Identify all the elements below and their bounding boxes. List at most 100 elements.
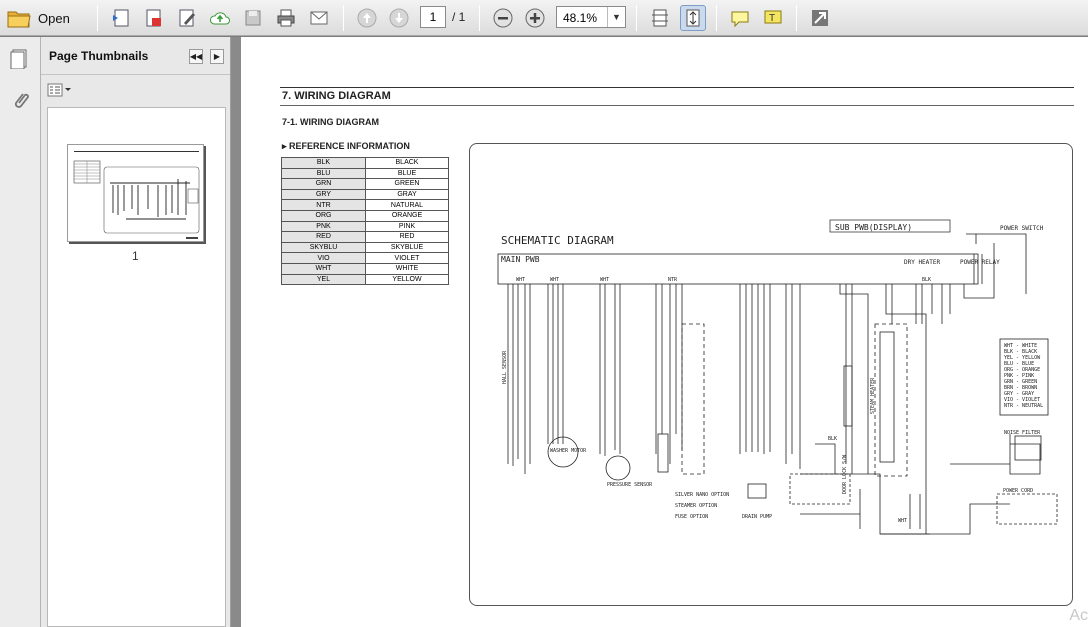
color-code-cell: YEL — [281, 273, 366, 286]
next-page-button[interactable] — [386, 5, 412, 31]
schematic-title: SCHEMATIC DIAGRAM — [501, 234, 614, 247]
subsection-title: 7-1. WIRING DIAGRAM — [282, 117, 380, 127]
header-rule — [280, 105, 1074, 106]
expand-arrows-icon — [812, 10, 828, 26]
paperclip-icon — [14, 93, 29, 108]
color-name-cell: YELLOW — [365, 273, 449, 286]
color-code-cell: BLK — [281, 157, 366, 169]
upload-cloud-button[interactable] — [207, 5, 233, 31]
connector-label: WHT — [516, 277, 525, 283]
page-number-input[interactable]: 1 — [420, 6, 446, 28]
chevron-down-icon[interactable]: ▼ — [607, 7, 625, 27]
toolbar-separator — [479, 5, 480, 31]
sub-pwb-label: SUB PWB(DISPLAY) — [835, 223, 912, 232]
thumbnails-toolbar — [41, 75, 230, 103]
page-thumbnails-icon — [10, 49, 27, 70]
attachments-tab[interactable] — [9, 89, 31, 111]
fit-width-button[interactable] — [680, 5, 706, 31]
connector-label: BLK — [922, 277, 931, 283]
full-screen-button[interactable] — [807, 5, 833, 31]
thumbnail-options-button[interactable] — [47, 81, 73, 99]
create-pdf-button[interactable] — [108, 5, 134, 31]
comment-button[interactable] — [727, 5, 753, 31]
option-legend-item: STEAMER OPTION — [675, 503, 717, 509]
color-name-cell: RED — [365, 231, 449, 243]
noise-filter-label: NOISE FILTER — [1004, 430, 1041, 436]
color-name-cell: GRAY — [365, 188, 449, 201]
zoom-in-button[interactable] — [522, 5, 548, 31]
highlight-text-button[interactable]: T — [760, 5, 786, 31]
minus-circle-icon — [493, 8, 513, 28]
print-button[interactable] — [273, 5, 299, 31]
page-thumbnail-preview — [73, 151, 200, 239]
zoom-select[interactable]: 48.1% ▼ — [556, 6, 626, 28]
color-legend-item: VIO - VIOLET — [1004, 397, 1040, 403]
previous-page-button[interactable] — [354, 5, 380, 31]
printer-icon — [277, 9, 295, 27]
envelope-icon — [310, 11, 328, 25]
color-legend-item: PNK - PINK — [1004, 373, 1034, 379]
color-legend-item: GRY - GRAY — [1004, 391, 1034, 397]
color-code-cell: NTR — [281, 199, 366, 211]
color-code-cell: RED — [281, 231, 366, 243]
power-relay-label: POWER RELAY — [960, 259, 1000, 266]
color-name-cell: GREEN — [365, 178, 449, 190]
pressure-sensor-label: PRESSURE SENSOR — [607, 482, 653, 488]
export-pdf-icon — [146, 9, 161, 27]
color-legend-item: GRN - GREEN — [1004, 379, 1037, 385]
toolbar-separator — [343, 5, 344, 31]
color-legend-item: BLU - BLUE — [1004, 361, 1034, 367]
dry-heater-label: DRY HEATER — [904, 259, 941, 266]
connector-label: WHT — [550, 277, 559, 283]
color-name-cell: ORANGE — [365, 209, 449, 222]
schematic-diagram: SCHEMATIC DIAGRAM MAIN PWB SUB PWB(DISPL… — [469, 143, 1073, 606]
email-button[interactable] — [306, 5, 332, 31]
expand-panel-icon[interactable]: ▶ — [210, 49, 224, 64]
option-legend-item: SILVER NANO OPTION — [675, 492, 729, 498]
arrow-up-circle-icon — [357, 8, 377, 28]
page-thumbnails-tab[interactable] — [9, 49, 31, 70]
page-thumbnail[interactable] — [67, 144, 204, 242]
fit-width-icon — [686, 9, 700, 27]
drain-pump-label: DRAIN PUMP — [742, 514, 772, 520]
connector-label: BLK — [828, 436, 837, 442]
open-label: Open — [38, 10, 70, 26]
connector-label: WHT — [600, 277, 609, 283]
toolbar-separator — [636, 5, 637, 31]
zoom-value: 48.1% — [563, 11, 598, 25]
save-button[interactable] — [240, 5, 266, 31]
fit-page-button[interactable] — [647, 5, 673, 31]
color-legend-item: ORG - ORANGE — [1004, 367, 1040, 373]
navigation-rail — [0, 37, 41, 627]
edit-pdf-button[interactable] — [174, 5, 200, 31]
steam-heater-label: STEAM HEATER — [870, 377, 876, 414]
connector-label: WHT — [898, 518, 907, 524]
color-code-cell: GRY — [281, 188, 366, 201]
plus-circle-icon — [525, 8, 545, 28]
cloud-upload-icon — [210, 12, 230, 25]
color-name-cell: PINK — [365, 220, 449, 233]
folder-icon — [7, 11, 31, 28]
color-code-cell: VIO — [281, 252, 366, 264]
thumbnails-list: 1 — [47, 107, 226, 627]
panel-splitter[interactable] — [231, 37, 241, 627]
open-button[interactable]: Open — [6, 5, 70, 31]
zoom-out-button[interactable] — [490, 5, 516, 31]
save-disk-icon — [245, 10, 261, 26]
section-title: 7. WIRING DIAGRAM — [282, 90, 391, 102]
color-code-cell: ORG — [281, 209, 366, 222]
color-code-cell: GRN — [281, 178, 366, 190]
washer-motor-label: WASHER MOTOR — [550, 448, 587, 454]
fit-page-icon — [652, 9, 668, 27]
color-name-cell: SKYBLUE — [365, 241, 449, 254]
export-pdf-button[interactable] — [141, 5, 167, 31]
collapse-panel-icon[interactable]: ◀◀ — [189, 49, 203, 64]
power-cord-label: POWER CORD — [1003, 488, 1033, 494]
thumbnails-header: Page Thumbnails ◀◀ ▶ — [41, 37, 230, 75]
